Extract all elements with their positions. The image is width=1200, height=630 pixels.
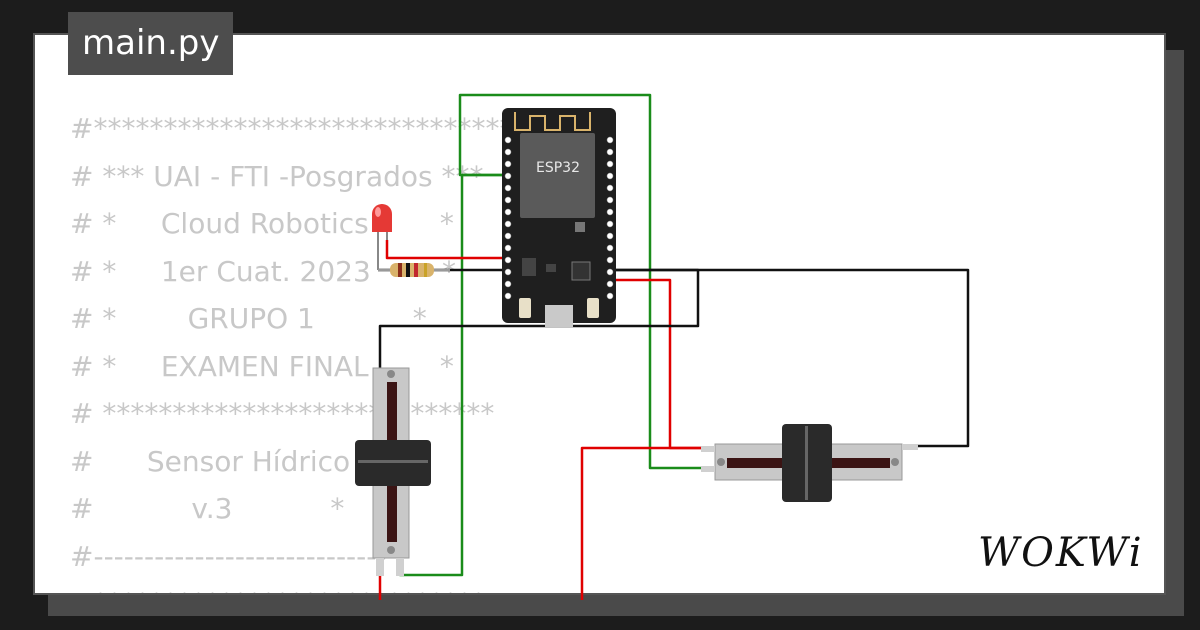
- code-line: # v.3 *: [70, 492, 345, 525]
- board-label: ESP32: [536, 160, 580, 176]
- wokwi-logo: WOKWi: [978, 530, 1144, 576]
- wires: [378, 93, 970, 600]
- resistor[interactable]: [378, 263, 450, 277]
- code-line: # * Cloud Robotics *: [70, 207, 454, 240]
- code-line: # * EXAMEN FINAL *: [70, 349, 454, 383]
- wire-red-led: [385, 240, 505, 260]
- file-tab-main[interactable]: main.py: [68, 12, 234, 75]
- wire-green-left: [398, 173, 505, 577]
- code-line: # Sensor Hídrico *: [70, 444, 409, 478]
- code-line: #-----------------------------: [70, 539, 387, 573]
- slide-potentiometer-horizontal[interactable]: [701, 424, 918, 502]
- logo-text: WOKWi: [978, 530, 1144, 576]
- code-line: #****************************: [70, 587, 485, 593]
- code-line: # * GRUPO 1 *: [70, 302, 427, 335]
- code-line: # * 1er Cuat. 2023 *: [70, 254, 457, 288]
- code-line: # ****************************: [70, 397, 495, 430]
- slide-potentiometer-vertical[interactable]: [355, 367, 431, 576]
- wire-black-right: [610, 268, 970, 450]
- led[interactable]: [372, 204, 392, 270]
- esp32-board[interactable]: ESP32: [502, 108, 616, 327]
- wire-red-bottom: [580, 446, 715, 600]
- code-line: # *** UAI - FTI -Posgrados ***: [70, 159, 484, 193]
